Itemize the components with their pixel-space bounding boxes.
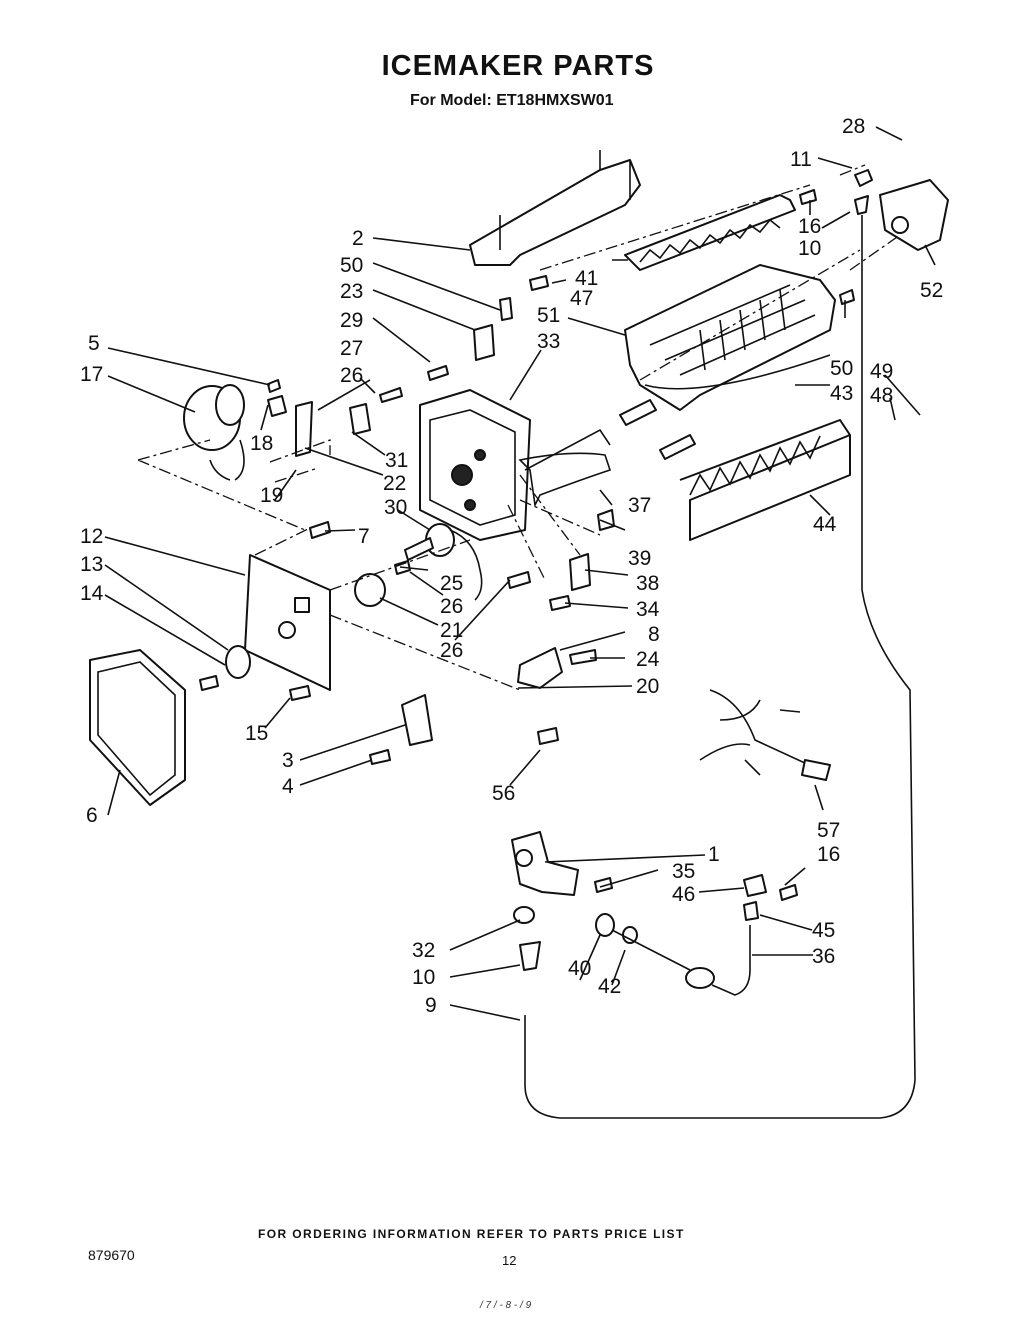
leader-lines <box>104 126 936 1021</box>
part-drawings <box>89 150 949 1119</box>
callout-10: 10 <box>798 237 821 260</box>
callout-18: 18 <box>250 432 273 455</box>
callout-50b: 50 <box>830 357 853 380</box>
callout-52: 52 <box>920 279 943 302</box>
part-holding-switch <box>354 573 386 607</box>
part-cube-guide <box>679 419 851 541</box>
callout-30: 30 <box>384 496 407 519</box>
callout-20: 20 <box>636 675 659 698</box>
callout-4: 4 <box>282 775 294 798</box>
ordering-note: FOR ORDERING INFORMATION REFER TO PARTS … <box>258 1227 685 1241</box>
part-bracket-cover <box>469 159 641 266</box>
callout-56: 56 <box>492 782 515 805</box>
part-gear <box>225 645 251 679</box>
callout-51: 51 <box>537 304 560 327</box>
callout-40: 40 <box>568 957 591 980</box>
callout-32: 32 <box>412 939 435 962</box>
callout-14: 14 <box>80 582 104 605</box>
callout-37: 37 <box>628 494 651 517</box>
part-housing <box>419 389 531 541</box>
part-cover <box>89 649 186 806</box>
callout-36: 36 <box>812 945 835 968</box>
callout-labels: 28 11 16 10 52 2 50 47 41 23 51 29 33 50… <box>80 115 943 1017</box>
callout-50: 50 <box>340 254 363 277</box>
callout-9: 9 <box>425 994 437 1017</box>
callout-39: 39 <box>628 547 651 570</box>
part-fill-cup <box>879 179 949 251</box>
part-shut-off-switch <box>517 647 563 689</box>
callout-7: 7 <box>358 525 370 548</box>
callout-48: 48 <box>870 384 893 407</box>
callout-26b: 26 <box>440 595 463 618</box>
callout-33: 33 <box>537 330 560 353</box>
model-subtitle: For Model: ET18HMXSW01 <box>410 92 614 109</box>
part-mold <box>624 264 836 411</box>
part-thermostat <box>619 399 657 426</box>
part-tube-cup <box>519 941 541 971</box>
callout-26c: 26 <box>440 639 463 662</box>
part-water-supply-tube <box>711 925 751 996</box>
callout-45: 45 <box>812 919 835 942</box>
part-wire-harness <box>699 689 821 776</box>
callout-28: 28 <box>842 115 865 138</box>
callout-43: 43 <box>830 382 853 405</box>
handwritten-note: / 7 / - 8 - / 9 <box>480 1300 532 1311</box>
document-number: 879670 <box>88 1247 135 1263</box>
callout-35: 35 <box>672 860 695 883</box>
callout-27: 27 <box>340 337 363 360</box>
callout-13: 13 <box>80 553 103 576</box>
callout-31: 31 <box>385 449 408 472</box>
callout-25: 25 <box>440 572 463 595</box>
callout-19: 19 <box>260 484 283 507</box>
callout-42: 42 <box>598 975 621 998</box>
part-water-valve <box>511 831 579 896</box>
callout-46: 46 <box>672 883 695 906</box>
callout-10b: 10 <box>412 966 435 989</box>
part-thermostat-lead <box>659 434 696 460</box>
callout-24: 24 <box>636 648 660 671</box>
callout-17: 17 <box>80 363 103 386</box>
callout-1: 1 <box>708 843 720 866</box>
callout-16: 16 <box>798 215 821 238</box>
callout-5: 5 <box>88 332 100 355</box>
callout-11: 11 <box>790 148 812 171</box>
part-water-tube <box>524 215 916 1119</box>
callout-2: 2 <box>352 227 364 250</box>
callout-23: 23 <box>340 280 363 303</box>
callout-41: 41 <box>575 267 598 290</box>
callout-57: 57 <box>817 819 840 842</box>
callout-26: 26 <box>340 364 363 387</box>
callout-34: 34 <box>636 598 660 621</box>
callout-47: 47 <box>570 287 593 310</box>
part-compression-nut <box>685 967 715 989</box>
callout-16b: 16 <box>817 843 840 866</box>
page-number: 12 <box>502 1253 517 1268</box>
callout-21: 21 <box>440 619 463 642</box>
part-stripper <box>624 194 796 271</box>
callout-15: 15 <box>245 722 268 745</box>
callout-12: 12 <box>80 525 103 548</box>
page-title: ICEMAKER PARTS <box>381 50 655 82</box>
callout-6: 6 <box>86 804 98 827</box>
callout-49: 49 <box>870 360 893 383</box>
callout-22: 22 <box>383 472 406 495</box>
callout-29: 29 <box>340 309 363 332</box>
callout-3: 3 <box>282 749 294 772</box>
callout-44: 44 <box>813 513 837 536</box>
callout-38: 38 <box>636 572 659 595</box>
callout-8: 8 <box>648 623 660 646</box>
